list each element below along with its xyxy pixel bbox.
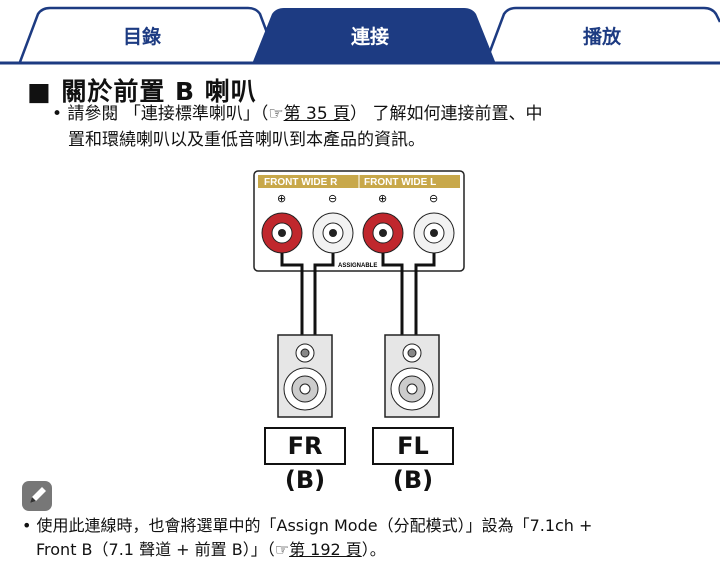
pointer-hand-icon: ☞	[268, 104, 284, 124]
front-wide-r-label: FRONT WIDE R	[264, 177, 338, 188]
speaker-fl-label: FL (B)	[372, 427, 454, 494]
intro-text-line2: 置和環繞喇叭以及重低音喇叭到本產品的資訊。	[68, 130, 425, 150]
tab-playback[interactable]: 播放	[582, 26, 621, 48]
front-wide-l-label: FRONT WIDE L	[364, 177, 436, 188]
wire-fr-minus	[313, 253, 335, 335]
section-heading: ■ 關於前置 B 喇叭	[27, 77, 257, 106]
speaker-connection-diagram: FRONT WIDE R FRONT WIDE L ⊕ ⊖ ⊕ ⊖ ASSIGN…	[253, 170, 465, 418]
pointer-hand-icon: ☞	[274, 540, 290, 559]
minus-symbol: ⊖	[429, 192, 438, 205]
wire-fl-minus	[414, 253, 436, 335]
wire-fr-plus	[280, 253, 304, 335]
note-text-suffix: ）。	[361, 540, 386, 559]
plus-symbol: ⊕	[378, 192, 387, 205]
note-text-line1: • 使用此連線時，也會將選單中的「Assign Mode（分配模式）」設為「7.…	[22, 516, 593, 535]
speaker-fr-label: FR (B)	[264, 427, 346, 494]
speaker-fr-icon	[277, 334, 333, 418]
tab-bar: 目錄 連接 播放	[0, 0, 720, 66]
pencil-note-icon	[22, 481, 52, 511]
intro-bullet: • 請參閱 「連接標準喇叭」（☞第 35 頁） 了解如何連接前置、中 置和環繞喇…	[52, 101, 692, 153]
terminal-panel	[253, 170, 465, 272]
minus-symbol: ⊖	[328, 192, 337, 205]
speaker-fl-icon	[384, 334, 440, 418]
note-bullet: • 使用此連線時，也會將選單中的「Assign Mode（分配模式）」設為「7.…	[22, 514, 702, 562]
plus-symbol: ⊕	[277, 192, 286, 205]
note-text-prefix: Front B（7.1 聲道 + 前置 B）」（	[36, 540, 275, 559]
intro-text-prefix: • 請參閱 「連接標準喇叭」（	[52, 104, 269, 124]
terminal-red-1	[261, 212, 303, 254]
page-ref-link[interactable]: 第 192 頁	[289, 540, 362, 559]
terminal-red-2	[362, 212, 404, 254]
tab-shapes	[0, 6, 720, 65]
tab-toc[interactable]: 目錄	[122, 26, 161, 48]
intro-text-suffix: ） 了解如何連接前置、中	[350, 104, 543, 124]
terminal-white-1	[312, 212, 354, 254]
wire-fl-plus	[381, 253, 404, 335]
page-ref-link[interactable]: 第 35 頁	[283, 104, 351, 124]
tab-connection[interactable]: 連接	[350, 26, 389, 48]
terminal-white-2	[413, 212, 455, 254]
assignable-label: ASSIGNABLE	[338, 263, 377, 269]
